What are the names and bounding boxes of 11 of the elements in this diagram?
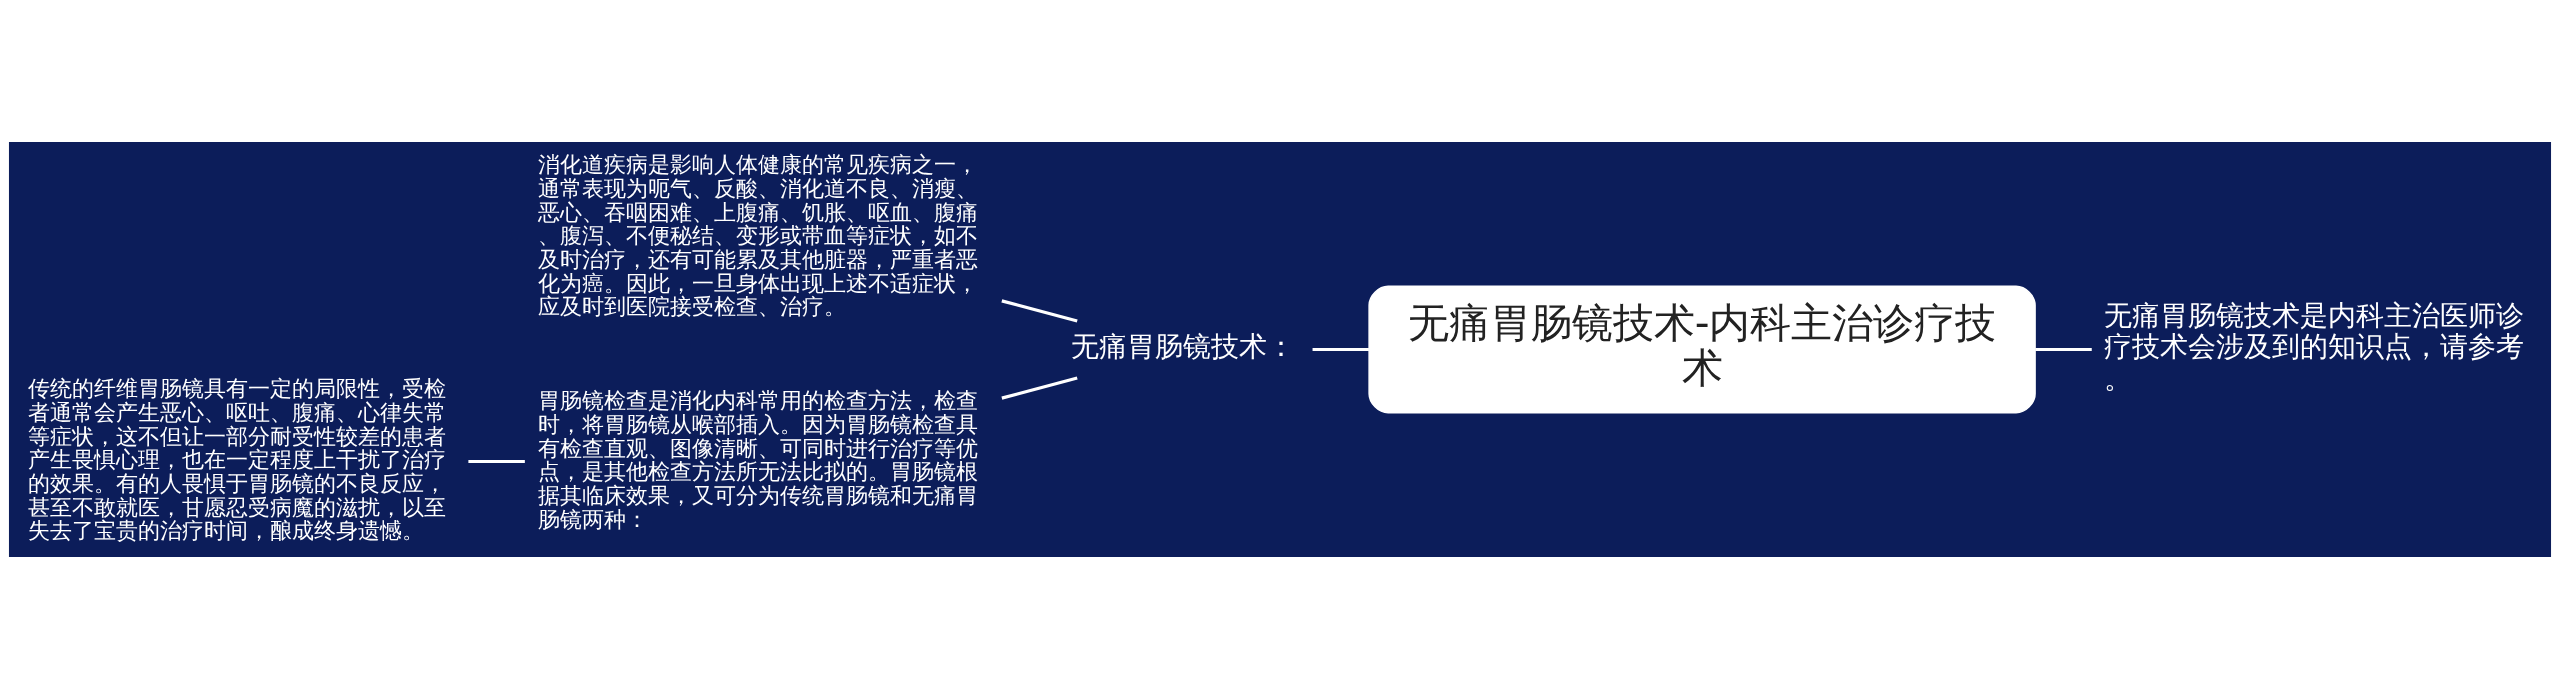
connector [1001, 299, 1078, 323]
node-box: 无痛胃肠镜技术-内科主治诊疗技术 [1368, 285, 2036, 414]
node-text: 无痛胃肠镜技术是内科主治医师诊疗技术会涉及到的知识点，请参考。 [2104, 298, 2525, 395]
node-text: 消化道疾病是影响人体健康的常见疾病之一，通常表现为呃气、反酸、消化道不良、消瘦、恶心、吞咽困难、上腹痛、饥胀、呕血、腹痛、腹泻、不便秘结、变形或带血等症状，如不及时治疗，还有可能累及其他脏器，严重者恶化为癌。因此，一旦身体出现上述不适症状，应及时到医院接受检查、治疗。 [537, 151, 978, 320]
node-text: 胃肠镜检查是消化内科常用的检查方法，检查时，将胃肠镜从喉部插入。因为胃肠镜检查具有检查直观、图像清晰、可同时进行治疗等优点，是其他检查方法所无法比拟的。胃肠镜根据其临床效果，又可分为传统胃肠镜和无痛胃肠镜两种： [537, 387, 978, 532]
connector [1312, 347, 1369, 352]
node-text: 无痛胃肠镜技术： [1070, 330, 1295, 364]
connector [2035, 347, 2092, 352]
connector [468, 459, 525, 464]
connector [1001, 376, 1078, 400]
node-text: 传统的纤维胃肠镜具有一定的局限性，受检者通常会产生恶心、呕吐、腹痛、心律失常等症状，这不但让一部分耐受性较差的患者产生畏惧心理，也在一定程度上干扰了治疗的效果。有的人畏惧于胃肠镜的不良反应，甚至不敢就医，甘愿忍受病魔的滋扰，以至失去了宝贵的治疗时间，酿成终身遗憾。 [27, 375, 446, 544]
